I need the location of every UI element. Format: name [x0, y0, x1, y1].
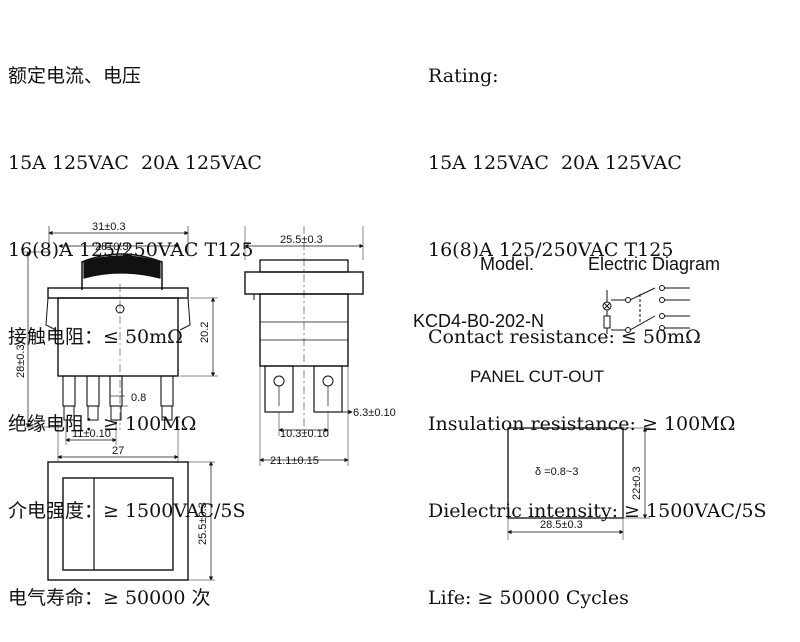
dim-top-height: 25.5±0.3 [197, 502, 209, 545]
electric-diagram-label: Electric Diagram [588, 254, 720, 274]
specs-english: Rating: 15A 125VAC 20A 125VAC 16(8)A 125… [428, 4, 767, 642]
technical-drawing: 31±0.3 28±0.3 28±0.3 20.2 0.8 11±0.10 27 [15, 221, 720, 581]
dim-side-width-top: 25.5±0.3 [280, 234, 323, 246]
dim-side-terminal-pitch: 10.3±0.10 [280, 428, 329, 440]
top-view [47, 461, 215, 581]
dim-width-outer: 31±0.3 [92, 221, 126, 233]
spec-en-ampacity-1: 15A 125VAC 20A 125VAC [428, 152, 682, 174]
panel-thickness: δ =0.8~3 [535, 466, 578, 478]
dim-height-total: 28±0.3 [15, 344, 27, 378]
panel-dim-width: 28.5±0.3 [540, 519, 583, 531]
spec-en-ampacity-2: 16(8)A 125/250VAC T125 [428, 239, 674, 261]
dim-body-width: 27 [112, 445, 124, 457]
spec-cn-insulation-resistance: 绝缘电阻：≥ 100MΩ [8, 413, 197, 435]
spec-en-dielectric: Dielectric intensity: ≥ 1500VAC/5S [428, 500, 767, 522]
front-view [24, 226, 218, 462]
model-number: KCD4-B0-202-N [413, 311, 544, 331]
spec-cn-rating: 额定电流、电压 [8, 65, 142, 87]
spec-cn-ampacity-1: 15A 125VAC 20A 125VAC [8, 152, 262, 174]
panel-cutout-title: PANEL CUT-OUT [470, 367, 604, 386]
panel-cutout [507, 427, 650, 540]
dim-height-body: 20.2 [199, 322, 211, 343]
spec-cn-life: 电气寿命：≥ 50000 次 [8, 587, 211, 609]
spec-en-rating: Rating: [428, 65, 499, 87]
dim-width-inner: 28±0.3 [95, 241, 129, 253]
panel-dim-height: 22±0.3 [631, 466, 643, 500]
spec-en-contact-resistance: Contact resistance: ≤ 50mΩ [428, 326, 701, 348]
spec-en-life: Life: ≥ 50000 Cycles [428, 587, 629, 609]
model-label: Model. [480, 254, 534, 274]
dim-side-bottom-width: 21.1±0.15 [270, 455, 319, 467]
side-view [244, 226, 364, 466]
dim-terminal-thickness: 0.8 [131, 392, 146, 404]
electric-diagram [602, 285, 690, 334]
spec-cn-contact-resistance: 接触电阻：≤ 50mΩ [8, 326, 183, 348]
dim-side-terminal-width: 6.3±0.10 [353, 407, 396, 419]
dim-terminal-pitch: 11±0.10 [72, 428, 111, 440]
spec-en-insulation-resistance: Insulation resistance: ≥ 100MΩ [428, 413, 736, 435]
